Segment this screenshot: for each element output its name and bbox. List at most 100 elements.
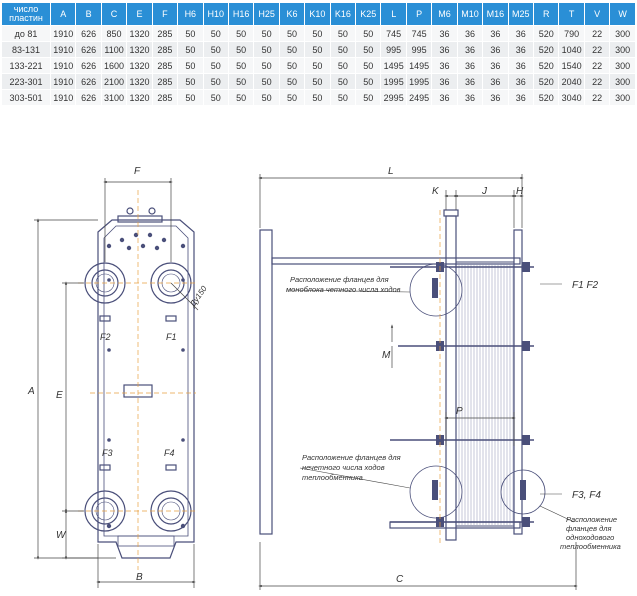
table-cell: 300	[610, 90, 635, 105]
table-cell: 50	[330, 74, 356, 89]
table-cell: 3100	[101, 90, 127, 105]
table-cell: 50	[178, 90, 203, 105]
note-mono-line1: Расположение фланцев для	[290, 275, 389, 284]
table-cell: 50	[203, 58, 228, 73]
table-cell: 36	[457, 74, 483, 89]
table-cell: 1910	[51, 26, 76, 41]
table-cell: 1995	[381, 74, 406, 89]
table-cell: 1910	[51, 58, 76, 73]
front-inner-plate	[103, 225, 189, 537]
table-cell: 626	[76, 90, 101, 105]
table-cell: 36	[508, 26, 534, 41]
dim-L-label: L	[388, 166, 394, 177]
table-cell: 300	[610, 42, 635, 57]
table-cell: 1910	[51, 90, 76, 105]
note-single-line1: Расположение	[566, 515, 617, 524]
column-header: E	[127, 3, 152, 25]
table-cell: 36	[432, 90, 457, 105]
table-cell: 1320	[127, 58, 152, 73]
column-header: M25	[508, 3, 534, 25]
column-header: число пластин	[2, 3, 50, 25]
dim-B-label: B	[136, 572, 143, 583]
table-cell: 36	[483, 58, 508, 73]
column-header: M16	[483, 3, 508, 25]
table-cell: 50	[178, 74, 203, 89]
table-cell: 1540	[559, 58, 584, 73]
table-cell: 50	[254, 74, 279, 89]
table-cell: 626	[76, 58, 101, 73]
side-view	[259, 209, 523, 541]
label-F1F2: F1 F2	[572, 280, 599, 291]
column-header: H6	[178, 3, 203, 25]
table-cell: 22	[584, 26, 610, 41]
table-cell: 50	[279, 74, 305, 89]
technical-drawing: F A E W B Ду150 F2 F1 F3 F4	[27, 166, 621, 590]
note-single-line3: одноходового	[566, 533, 614, 542]
table-cell: до 81	[2, 26, 50, 41]
table-cell: 3040	[559, 90, 584, 105]
column-header: R	[534, 3, 559, 25]
table-cell: 1320	[127, 74, 152, 89]
table-cell: 1320	[127, 26, 152, 41]
table-cell: 50	[330, 42, 356, 57]
table-cell: 50	[305, 26, 330, 41]
port-F3-label: F3	[102, 448, 113, 458]
table-cell: 50	[305, 58, 330, 73]
port-F1-label: F1	[166, 332, 177, 342]
table-cell: 50	[330, 26, 356, 41]
column-header: W	[610, 3, 635, 25]
table-cell: 50	[279, 26, 305, 41]
dim-P-label: P	[456, 406, 463, 417]
dim-C-label: C	[396, 574, 404, 585]
dim-M-label: M	[382, 350, 391, 361]
column-header: H25	[254, 3, 279, 25]
column-header: T	[559, 3, 584, 25]
table-cell: 50	[254, 42, 279, 57]
table-cell: 995	[381, 42, 406, 57]
table-cell: 50	[356, 90, 381, 105]
table-cell: 1040	[559, 42, 584, 57]
table-cell: 36	[508, 58, 534, 73]
callout-mono	[409, 263, 463, 317]
column-header: C	[101, 3, 127, 25]
table-cell: 626	[76, 42, 101, 57]
table-cell: 50	[178, 42, 203, 57]
table-cell: 50	[356, 58, 381, 73]
table-cell: 520	[534, 58, 559, 73]
table-cell: 36	[483, 26, 508, 41]
table-cell: 22	[584, 74, 610, 89]
table-cell: 1600	[101, 58, 127, 73]
table-cell: 50	[228, 74, 254, 89]
table-cell: 36	[432, 26, 457, 41]
table-cell: 1495	[406, 58, 432, 73]
table-cell: 626	[76, 26, 101, 41]
table-cell: 50	[305, 74, 330, 89]
port-F4-label: F4	[164, 448, 175, 458]
port-F2-label: F2	[100, 332, 111, 342]
table-cell: 2495	[406, 90, 432, 105]
table-cell: 50	[203, 90, 228, 105]
table-cell: 22	[584, 58, 610, 73]
table-cell: 300	[610, 58, 635, 73]
table-cell: 285	[152, 90, 178, 105]
table-cell: 2040	[559, 74, 584, 89]
table-cell: 50	[203, 74, 228, 89]
table-cell: 1995	[406, 74, 432, 89]
table-cell: 1910	[51, 74, 76, 89]
table-cell: 520	[534, 74, 559, 89]
column-header: A	[51, 3, 76, 25]
table-cell: 50	[254, 26, 279, 41]
table-cell: 850	[101, 26, 127, 41]
dim-J-label: J	[481, 186, 488, 197]
table-cell: 50	[305, 90, 330, 105]
plate-pack	[455, 261, 515, 527]
note-odd-line3: теплообменника	[302, 473, 363, 482]
table-cell: 50	[203, 26, 228, 41]
table-cell: 50	[178, 58, 203, 73]
table-cell: 36	[432, 74, 457, 89]
column-header: H16	[228, 3, 254, 25]
